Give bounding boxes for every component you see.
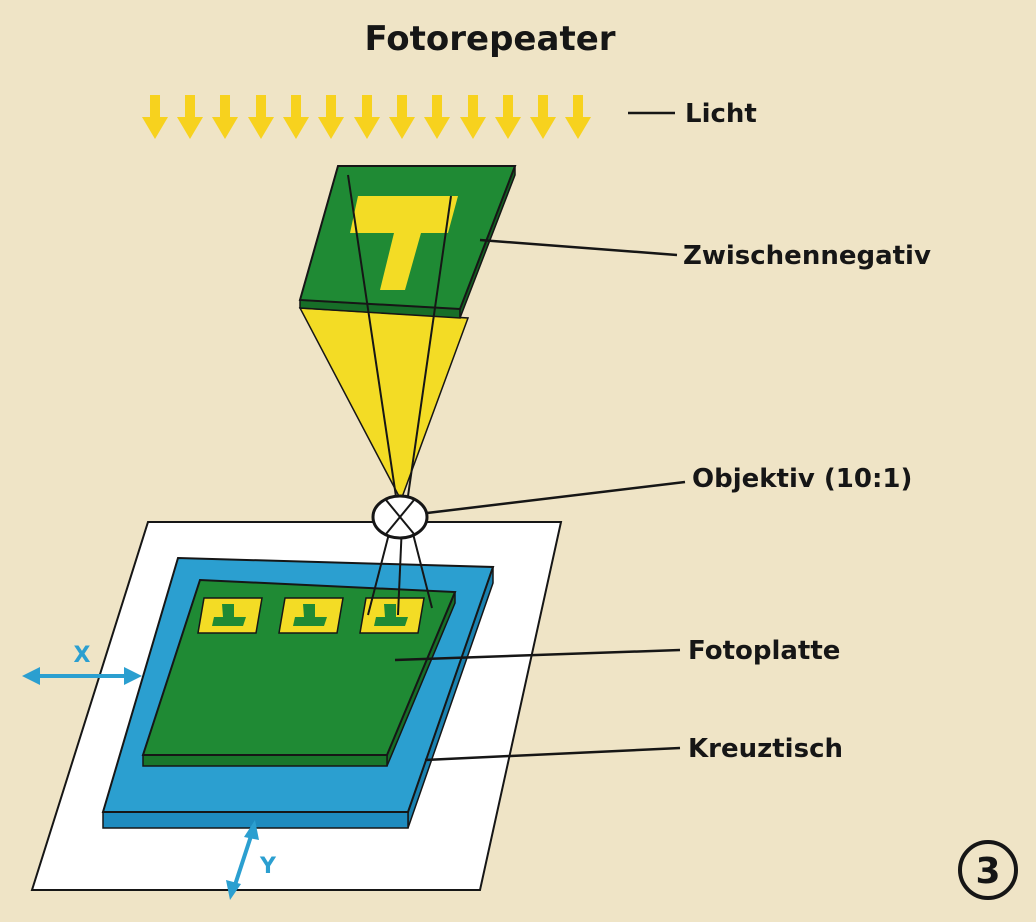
diagram-title: Fotorepeater xyxy=(364,19,615,59)
light-arrows xyxy=(142,95,591,139)
svg-text:3: 3 xyxy=(975,851,1000,892)
x-axis-arrow xyxy=(22,667,142,685)
label-intermediate-negative: Zwischennegativ xyxy=(683,241,931,271)
intermediate-negative xyxy=(298,165,517,319)
light-cone xyxy=(298,307,470,502)
figure-number: 3 xyxy=(958,840,1018,900)
label-cross-table: Kreuztisch xyxy=(688,734,843,764)
lens-icon xyxy=(371,494,429,540)
label-light: Licht xyxy=(685,99,757,129)
label-axis-x: X xyxy=(74,643,91,668)
label-axis-y: Y xyxy=(259,854,277,879)
label-photo-plate: Fotoplatte xyxy=(688,636,840,666)
leader-lines xyxy=(394,111,686,762)
y-axis-arrow xyxy=(226,820,259,900)
exposed-images xyxy=(197,597,425,634)
label-lens: Objektiv (10:1) xyxy=(692,464,912,494)
